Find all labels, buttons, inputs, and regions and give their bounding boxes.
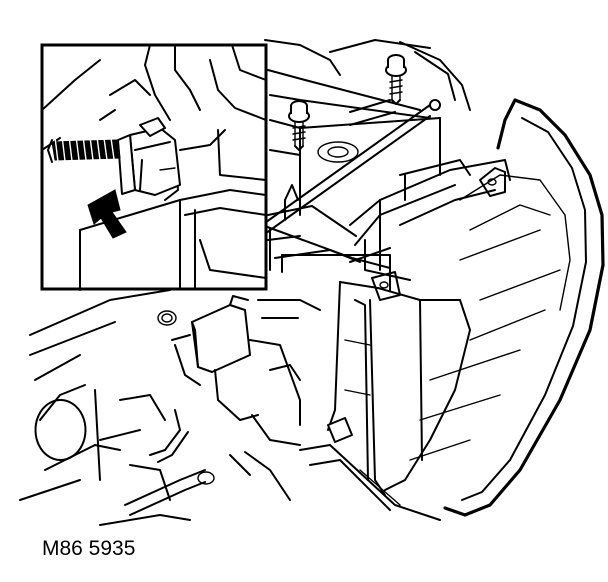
headlamp-assembly: [299, 98, 605, 521]
bolt-upper-left: [288, 100, 310, 151]
bolt-upper-right: [385, 54, 407, 105]
headlamp-support-bar: [261, 99, 441, 271]
callout-leaders: [261, 159, 471, 291]
figure-reference-code: M86 5935: [42, 537, 136, 560]
lower-body-panels: [19, 289, 171, 501]
module-bracket: [157, 295, 321, 446]
wiring-harness: [99, 409, 291, 526]
inset-detail-panel: [40, 43, 268, 291]
